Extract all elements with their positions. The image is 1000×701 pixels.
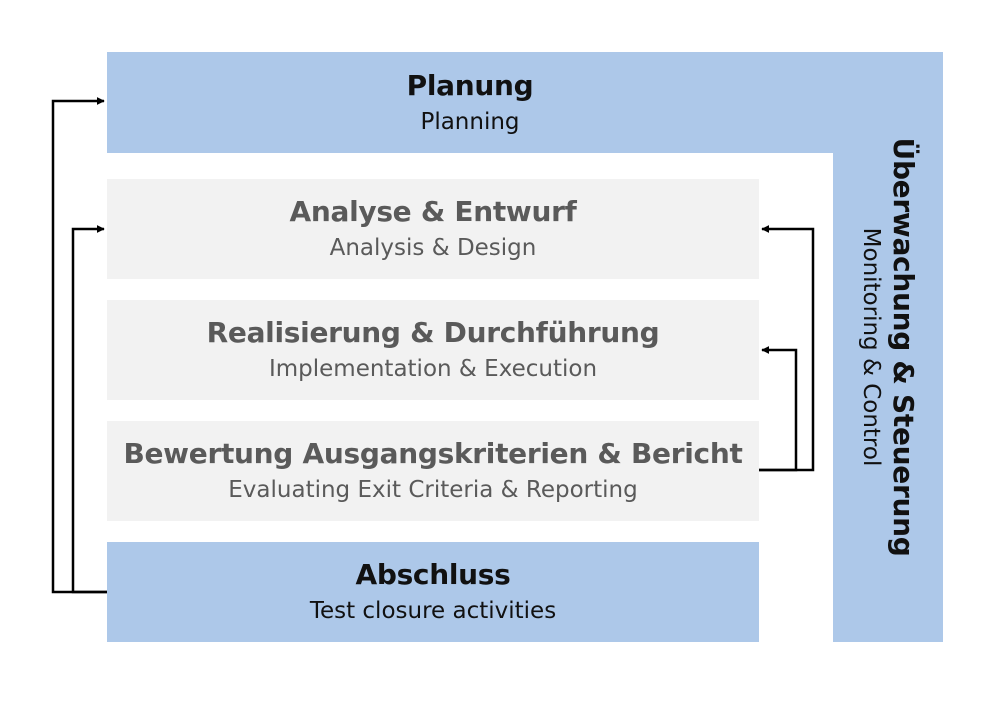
arrow-closure-to-analysis xyxy=(71,225,107,594)
implementation-title: Realisierung & Durchführung xyxy=(206,316,660,349)
analysis-box: Analyse & Entwurf Analysis & Design xyxy=(107,179,759,279)
planning-subtitle: Planning xyxy=(420,108,520,135)
analysis-subtitle: Analysis & Design xyxy=(329,235,537,261)
closure-box: Abschluss Test closure activities xyxy=(107,542,759,642)
closure-title: Abschluss xyxy=(355,558,511,591)
evaluation-title: Bewertung Ausgangskriterien & Bericht xyxy=(123,437,743,470)
analysis-title: Analyse & Entwurf xyxy=(289,195,577,228)
closure-subtitle: Test closure activities xyxy=(309,598,557,624)
implementation-box: Realisierung & Durchführung Implementati… xyxy=(107,300,759,400)
implementation-subtitle: Implementation & Execution xyxy=(268,356,598,382)
monitoring-box xyxy=(833,52,943,642)
planning-box: Planung Planning xyxy=(107,52,833,153)
arrow-evaluation-to-implementation xyxy=(759,346,798,472)
evaluation-subtitle: Evaluating Exit Criteria & Reporting xyxy=(228,477,638,503)
arrow-closure-to-planning xyxy=(51,97,107,594)
planning-title: Planung xyxy=(406,68,534,102)
evaluation-box: Bewertung Ausgangskriterien & Bericht Ev… xyxy=(107,421,759,521)
